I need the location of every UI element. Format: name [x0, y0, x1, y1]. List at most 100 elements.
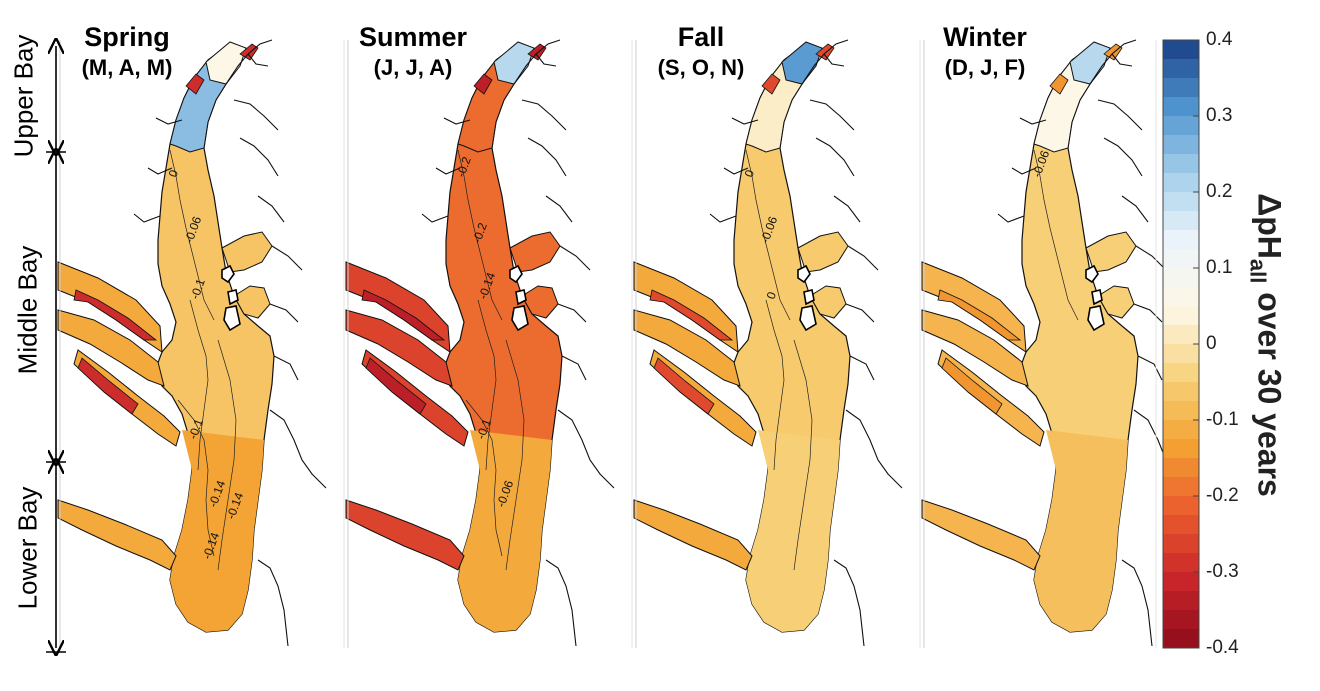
colorbar-step — [1163, 135, 1199, 155]
colorbar-step — [1163, 59, 1199, 79]
region-label-upper: Upper Bay — [8, 34, 39, 158]
colorbar-step — [1163, 268, 1199, 288]
lower-bay-water — [746, 430, 840, 632]
map-panel-fall: 0-0.060 — [633, 39, 921, 648]
contour-line — [217, 339, 237, 571]
months-label: (S, O, N) — [657, 55, 745, 80]
colorbar-tick-label: 0 — [1206, 333, 1217, 354]
months-label: (J, J, A) — [373, 55, 453, 80]
colorbar-tick-label: 0.3 — [1206, 105, 1233, 126]
colorbar-step — [1163, 382, 1199, 402]
lower-bay-water — [458, 430, 552, 632]
contour-line — [457, 149, 503, 321]
colorbar-step — [1163, 610, 1199, 630]
contour-label: -0.1 — [186, 417, 206, 442]
colorbar-step — [1163, 97, 1199, 117]
tributary-headwater — [937, 289, 1022, 341]
months-label: (D, J, F) — [944, 55, 1026, 80]
tributary-headwater — [239, 43, 259, 61]
contour-line — [505, 339, 525, 571]
island — [1091, 289, 1103, 306]
coastline — [421, 39, 615, 647]
colorbar-step — [1163, 211, 1199, 231]
upper-bay-head — [205, 41, 247, 85]
tributary-headwater — [649, 289, 734, 341]
colorbar-tick-label: -0.1 — [1206, 409, 1239, 430]
upper-bay-head — [1069, 41, 1111, 85]
contour-line — [477, 299, 497, 471]
colorbar-step — [1163, 363, 1199, 383]
colorbar-label-rest: over 30 years — [1251, 283, 1288, 497]
island — [803, 289, 815, 306]
contour-label: 0 — [742, 168, 758, 179]
colorbar-step — [1163, 78, 1199, 98]
colorbar-step — [1163, 40, 1199, 60]
western-tributary — [345, 499, 465, 571]
colorbar-step — [1163, 401, 1199, 421]
lower-bay-water — [170, 430, 264, 632]
panel-title-winter: Winter (D, J, F) — [920, 24, 1050, 79]
colorbar-step — [1163, 230, 1199, 250]
colorbar-step — [1163, 173, 1199, 193]
colorbar-label: ΔpHall over 30 years — [1245, 193, 1288, 497]
colorbar — [1162, 39, 1200, 649]
coastline — [997, 39, 1191, 647]
contour-line — [745, 149, 791, 321]
contour-label: 0 — [764, 290, 780, 301]
lower-bay-water — [1034, 430, 1128, 632]
tributary-headwater — [361, 289, 446, 341]
coastline — [709, 39, 903, 647]
western-tributary — [921, 499, 1041, 571]
island — [511, 305, 529, 332]
western-tributary — [633, 309, 741, 387]
tributary-headwater — [1103, 43, 1123, 61]
contour-line — [189, 299, 209, 471]
island — [797, 264, 811, 284]
colorbar-label-main: ΔpH — [1251, 193, 1288, 259]
colorbar-step — [1163, 306, 1199, 326]
colorbar-tick-label: 0.4 — [1206, 29, 1233, 50]
western-tributary — [921, 309, 1029, 387]
map-panel-summer: -0.2-0.2-0.14-0.1-0.06 — [345, 39, 633, 648]
season-label: Summer — [358, 22, 468, 52]
island — [799, 305, 817, 332]
panel-title-fall: Fall (S, O, N) — [636, 24, 766, 79]
tributary-headwater — [815, 43, 835, 61]
island — [1087, 305, 1105, 332]
island — [509, 264, 523, 284]
colorbar-tick-label: 0.1 — [1206, 257, 1233, 278]
region-label-lower: Lower Bay — [12, 486, 43, 610]
western-tributary — [57, 499, 177, 571]
tributary-headwater — [73, 289, 158, 341]
colorbar-tick-label: -0.4 — [1206, 637, 1239, 658]
contour-line — [793, 339, 813, 571]
tributary-headwater — [365, 357, 427, 415]
colorbar-step — [1163, 572, 1199, 592]
coastline — [133, 39, 327, 647]
regions-layer — [46, 46, 66, 652]
colorbar-step — [1163, 515, 1199, 535]
colorbar-step — [1163, 458, 1199, 478]
season-label: Winter — [943, 22, 1027, 52]
colorbar-step — [1163, 591, 1199, 611]
western-tributary — [345, 309, 453, 387]
island — [515, 289, 527, 306]
colorbar-tick-label: -0.2 — [1206, 485, 1239, 506]
tributary-headwater — [941, 357, 1003, 415]
colorbar-step — [1163, 477, 1199, 497]
tributary-headwater — [473, 73, 493, 95]
contour-label: 0 — [166, 168, 182, 179]
contour-line — [1033, 149, 1079, 321]
contour-line — [169, 149, 215, 321]
island — [227, 289, 239, 306]
upper-bay-head — [493, 41, 535, 85]
months-label: (M, A, M) — [81, 55, 173, 80]
contour-line — [177, 399, 215, 557]
map-panel-winter: -0.06 — [921, 39, 1191, 648]
colorbar-step — [1163, 553, 1199, 573]
colorbar-step — [1163, 192, 1199, 212]
tributary-headwater — [185, 73, 205, 95]
colorbar-step — [1163, 287, 1199, 307]
season-label: Fall — [677, 22, 725, 52]
colorbar-step — [1163, 249, 1199, 269]
